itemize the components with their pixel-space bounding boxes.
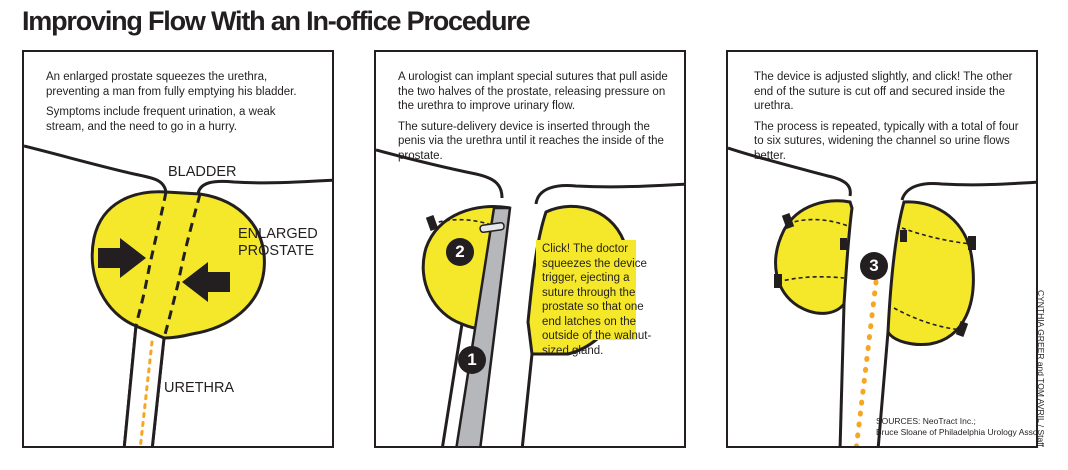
suture-dashed-3 — [901, 227, 973, 245]
panel1-illustration — [24, 144, 332, 446]
urethra-dashed-right — [162, 193, 202, 339]
prostate-left-half — [774, 199, 854, 315]
label-bladder: BLADDER — [168, 164, 237, 180]
suture-anchor-1 — [781, 213, 795, 229]
suture-anchor-6 — [900, 230, 907, 242]
sources-line2: Bruce Sloane of Philadelphia Urology Ass… — [876, 427, 1038, 437]
label-urethra: URETHRA — [164, 380, 235, 396]
sources: SOURCES: NeoTract Inc.; Bruce Sloane of … — [876, 416, 1038, 438]
panel2-text2: The suture-delivery device is inserted t… — [398, 120, 664, 162]
suture-anchor-2 — [774, 274, 782, 288]
urine-stream — [853, 279, 879, 446]
urethra-wall-left — [838, 303, 846, 446]
panel2-caption: A urologist can implant special sutures … — [398, 70, 670, 169]
urethra-tube — [122, 323, 166, 446]
urethra-wall-left — [441, 323, 464, 446]
panel3-caption: The device is adjusted slightly, and cli… — [754, 70, 1024, 169]
panel2-callout: Click! The doctor squeezes the device tr… — [542, 243, 652, 357]
suture-dashed-1 — [787, 218, 849, 227]
bladder-outline — [376, 148, 684, 205]
label-prostate: PROSTATE — [238, 243, 314, 259]
urethra-dashed-left — [134, 191, 168, 327]
suture-anchor-3 — [968, 236, 976, 250]
panel1-text1: An enlarged prostate squeezes the urethr… — [46, 71, 297, 98]
sources-line1: SOURCES: NeoTract Inc.; — [876, 416, 976, 426]
step-2-badge: 2 — [446, 238, 474, 266]
panel3-text2: The process is repeated, typically with … — [754, 120, 1019, 162]
suture-anchor-4 — [955, 321, 969, 337]
panel1-caption: An enlarged prostate squeezes the urethr… — [46, 70, 308, 140]
panel2-text1: A urologist can implant special sutures … — [398, 71, 668, 112]
prostate-right-half — [886, 200, 975, 346]
panel3-text1: The device is adjusted slightly, and cli… — [754, 71, 1013, 112]
panel-enlarged-prostate: An enlarged prostate squeezes the urethr… — [22, 50, 334, 448]
panel2-illustration — [376, 148, 684, 446]
urine-stream — [138, 340, 154, 446]
suture-dashed-4 — [893, 307, 963, 331]
arrow-right-icon — [182, 262, 230, 302]
credit-line: CYNTHIA GREER and TOM AVRIL / Staff — [1036, 290, 1046, 447]
device-tip — [479, 221, 505, 233]
panel1-text2: Symptoms include frequent urination, a w… — [46, 106, 276, 133]
arrow-left-icon — [98, 238, 146, 278]
step-1-badge: 1 — [458, 346, 486, 374]
panel-suture-insertion: A urologist can implant special sutures … — [374, 50, 686, 448]
panel3-illustration — [728, 146, 1036, 446]
suture-anchor — [425, 215, 439, 231]
urethra-wall-right — [876, 331, 890, 446]
step-3-badge: 3 — [860, 252, 888, 280]
label-enlarged: ENLARGED — [238, 226, 318, 242]
bladder-outline — [728, 146, 1036, 201]
suture-anchor-5 — [840, 238, 847, 250]
page-title: Improving Flow With an In-office Procedu… — [22, 6, 531, 36]
urethra-wall-right — [520, 353, 534, 446]
panel-suture-secured: The device is adjusted slightly, and cli… — [726, 50, 1038, 448]
bladder-outline — [24, 144, 332, 195]
